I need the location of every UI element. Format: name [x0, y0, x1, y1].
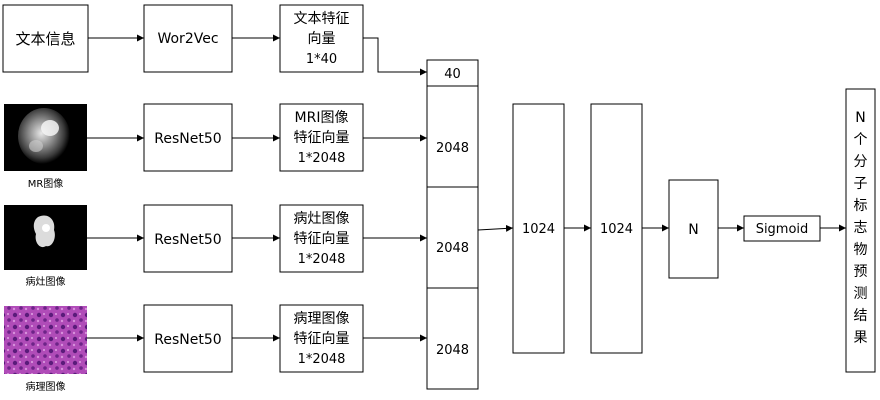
lesion-image [4, 205, 87, 270]
result-char-3: 子 [854, 176, 868, 192]
mri-image [4, 104, 87, 171]
edge-concat-to-fc1 [477, 224, 514, 232]
pathology-feature-line-2: 特征向量 [294, 331, 350, 347]
mri-feature-line-1: MRI图像 [295, 110, 349, 126]
result-char-9: 结 [854, 308, 868, 324]
lesion-feature-node: 病灶图像 特征向量 1*2048 [279, 204, 364, 273]
pathology-image [4, 306, 87, 374]
pathology-image-caption: 病理图像 [26, 380, 66, 393]
fc2-node: 1024 [590, 103, 643, 354]
concat-label-2048-a: 2048 [436, 141, 469, 156]
lesion-feature-line-1: 病灶图像 [294, 211, 350, 227]
resnet-node-lesion: ResNet50 [143, 204, 233, 273]
fc2-label: 1024 [600, 222, 633, 237]
concat-label-2048-c: 2048 [436, 343, 469, 358]
fcN-label: N [688, 222, 698, 238]
resnet-node-pathology: ResNet50 [143, 304, 233, 373]
resnet-node-mri: ResNet50 [143, 103, 233, 172]
pathology-feature-line-3: 1*2048 [298, 352, 346, 367]
lesion-image-caption: 病灶图像 [26, 275, 66, 288]
result-node: N 个 分 子 标 志 物 预 测 结 果 [845, 88, 876, 373]
edge-text-feature-to-concat [363, 37, 427, 76]
result-char-0: N [855, 110, 865, 126]
fcN-node: N [668, 179, 719, 279]
sigmoid-label: Sigmoid [756, 222, 809, 237]
result-char-2: 分 [854, 154, 868, 170]
word2vec-label: Wor2Vec [157, 31, 218, 47]
mri-image-caption: MR图像 [28, 178, 64, 190]
text-info-node: 文本信息 [2, 4, 89, 73]
pathology-feature-node: 病理图像 特征向量 1*2048 [279, 304, 364, 373]
concat-label-2048-b: 2048 [436, 241, 469, 256]
text-feature-node: 文本特征 向量 1*40 [279, 4, 364, 73]
concat-cell-2048-b [426, 186, 479, 289]
result-char-1: 个 [854, 132, 868, 148]
text-feature-line-2: 向量 [308, 31, 336, 47]
pathology-feature-line-1: 病理图像 [294, 311, 350, 327]
resnet-label-mri: ResNet50 [154, 131, 221, 147]
lesion-feature-line-3: 1*2048 [298, 252, 346, 267]
mri-feature-line-2: 特征向量 [294, 130, 350, 146]
concat-cell-2048-c [426, 287, 479, 390]
result-char-10: 果 [854, 330, 868, 346]
result-char-6: 物 [854, 242, 868, 258]
resnet-label-pathology: ResNet50 [154, 332, 221, 348]
result-char-8: 测 [854, 286, 868, 302]
word2vec-node: Wor2Vec [143, 4, 233, 73]
result-char-7: 预 [854, 264, 868, 280]
mri-feature-node: MRI图像 特征向量 1*2048 [279, 103, 364, 172]
fc1-label: 1024 [522, 222, 555, 237]
mri-feature-line-3: 1*2048 [298, 151, 346, 166]
text-feature-line-3: 1*40 [306, 52, 337, 67]
result-char-4: 标 [854, 198, 868, 214]
result-label: N 个 分 子 标 志 物 预 测 结 果 [854, 110, 868, 346]
concat-block: 40 2048 2048 2048 [426, 59, 479, 390]
concat-label-40: 40 [444, 67, 461, 82]
text-feature-line-1: 文本特征 [294, 11, 350, 27]
text-info-label: 文本信息 [15, 30, 75, 48]
sigmoid-node: Sigmoid [743, 215, 821, 242]
concat-cell-2048-a [426, 85, 479, 188]
result-char-5: 志 [854, 220, 868, 236]
lesion-feature-line-2: 特征向量 [294, 231, 350, 247]
resnet-label-lesion: ResNet50 [154, 232, 221, 248]
fc1-node: 1024 [512, 103, 565, 354]
